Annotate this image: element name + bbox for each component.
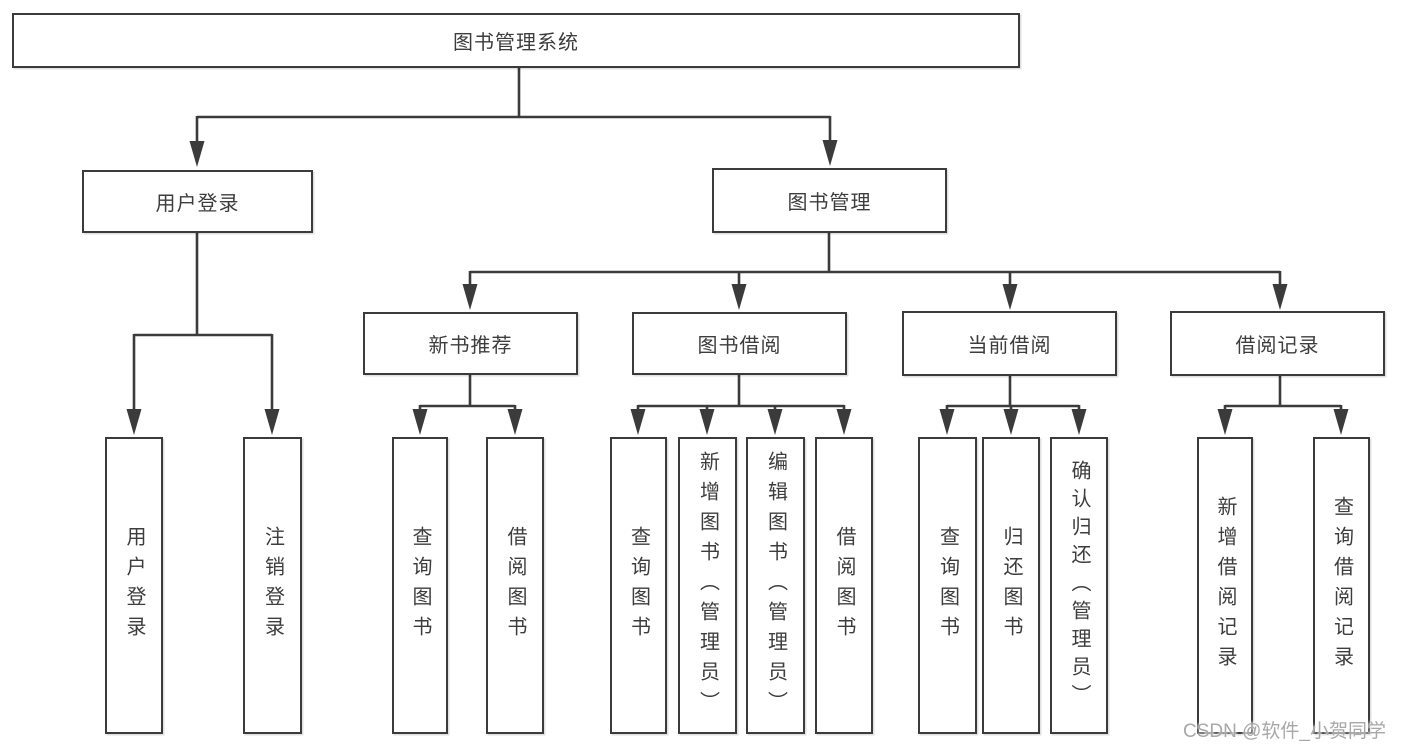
node-library-management-system: 图书管理系统 — [12, 13, 1020, 68]
leaf-borrowing-query-books: 查询图书 — [610, 437, 667, 734]
leaf-query-borrow-record: 查询借阅记录 — [1313, 437, 1370, 734]
leaf-label: 归还图书 — [1000, 525, 1022, 646]
leaf-label: 新增借阅记录 — [1214, 495, 1236, 676]
leaf-label: 借阅图书 — [504, 525, 526, 646]
leaf-current-query-books: 查询图书 — [918, 437, 977, 734]
leaf-logout: 注销登录 — [243, 437, 302, 734]
leaf-confirm-return-admin: 确认归还（管理员） — [1050, 437, 1108, 734]
watermark-text: CSDN @软件_小贺同学 — [1183, 721, 1386, 742]
leaf-label: 查询图书 — [936, 525, 959, 646]
leaf-return-books: 归还图书 — [982, 437, 1040, 734]
leaf-label: 查询图书 — [627, 525, 650, 646]
node-new-book-recommendation: 新书推荐 — [363, 312, 578, 375]
leaf-recommend-borrow-books: 借阅图书 — [486, 437, 544, 734]
leaf-edit-books-admin: 编辑图书（管理员） — [746, 437, 805, 734]
leaf-label: 查询图书 — [409, 525, 431, 646]
node-current-borrowing: 当前借阅 — [902, 311, 1117, 376]
leaf-label: 编辑图书（管理员） — [764, 450, 787, 721]
leaf-label: 借阅图书 — [833, 525, 855, 646]
leaf-label: 新增图书（管理员） — [696, 450, 719, 721]
node-user-login: 用户登录 — [82, 170, 313, 233]
leaf-add-borrow-record: 新增借阅记录 — [1197, 437, 1253, 734]
leaf-label: 查询借阅记录 — [1330, 495, 1353, 676]
leaf-recommend-query-books: 查询图书 — [392, 437, 448, 734]
leaf-user-login: 用户登录 — [105, 437, 163, 734]
node-borrowing-records: 借阅记录 — [1170, 311, 1385, 376]
leaf-add-books-admin: 新增图书（管理员） — [678, 437, 737, 734]
leaf-label: 确认归还（管理员） — [1068, 459, 1090, 712]
leaf-borrowing-borrow-books: 借阅图书 — [815, 437, 873, 734]
leaf-label: 用户登录 — [123, 525, 145, 646]
node-book-management: 图书管理 — [712, 168, 947, 233]
node-book-borrowing: 图书借阅 — [632, 312, 847, 375]
leaf-label: 注销登录 — [261, 525, 284, 646]
